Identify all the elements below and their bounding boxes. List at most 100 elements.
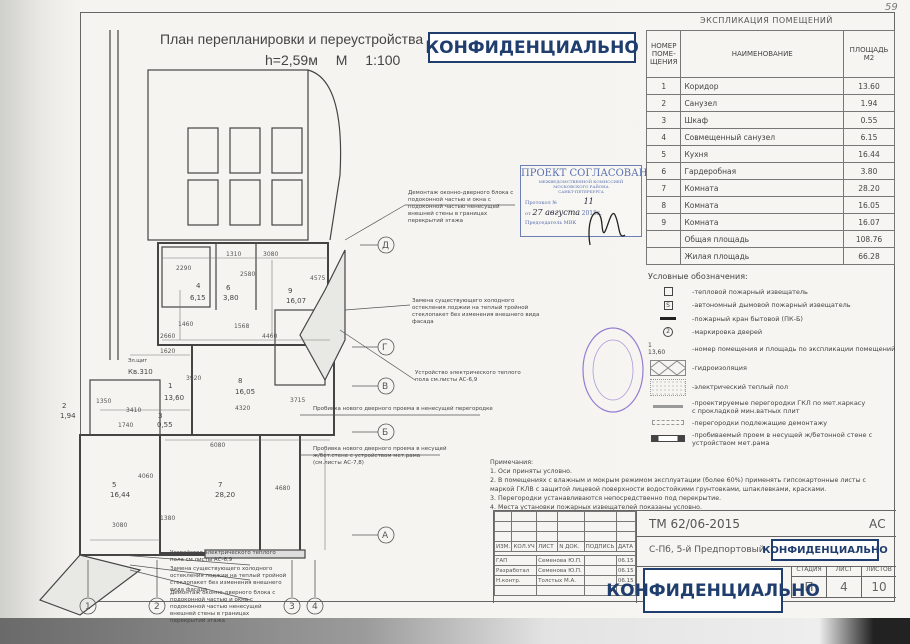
plan-title: План перепланировки и переустройства <box>160 31 424 47</box>
protocol-label: Протокол № <box>525 200 557 206</box>
grid-axes: 1 2 3 4 Д Г В Б А <box>79 236 395 615</box>
dim-label: 2580 <box>240 271 255 278</box>
scan-edge <box>0 618 910 644</box>
dim-label: 3080 <box>263 251 278 258</box>
annotation-glazing-top: Замена существующего холодного остеклени… <box>412 298 540 325</box>
exterior-wall-left <box>109 30 119 360</box>
document-mark: АС <box>869 517 886 531</box>
room-number: 9 <box>645 213 682 231</box>
col-header: НОМЕР ПОМЕ-ЩЕНИЯ <box>645 30 682 78</box>
round-seal <box>582 327 644 413</box>
sheet-value: 4 <box>826 577 861 597</box>
room-number: 7 <box>218 481 222 489</box>
waterproofing-icon <box>648 359 688 376</box>
elevator-shaft <box>229 127 261 174</box>
room-area: 6,15 <box>190 294 206 302</box>
room-number: 8 <box>645 196 682 214</box>
legend: Условные обозначения: -тепловой пожарный… <box>648 272 898 448</box>
dim-label: 1460 <box>178 321 193 328</box>
signer-row: Н.контр.Толстых М.А.06.15 <box>493 575 637 586</box>
room-name: Коридор <box>680 77 844 95</box>
axis-label: Д <box>382 241 389 251</box>
signer-role: ГАП <box>493 555 538 566</box>
elevator-shaft <box>271 179 303 226</box>
room-area: 1.94 <box>843 94 895 112</box>
room-number: 7 <box>645 179 682 197</box>
signer-name: Толстых М.А. <box>536 575 585 586</box>
ceiling-height: h=2,59м <box>265 52 318 68</box>
col-header: ПЛОЩАДЬ М2 <box>843 30 895 78</box>
legend-item: -проектируемые перегородки ГКЛ по мет.ка… <box>692 398 866 415</box>
dim-label: 1740 <box>118 422 133 429</box>
elevator-shaft <box>187 179 219 226</box>
signer-date: 06.15 <box>615 555 637 566</box>
room-area: 28.20 <box>843 179 895 197</box>
title-block: ИЗМ. КОЛ.УЧ ЛИСТ N ДОК. ПОДПИСЬ ДАТА ГАП… <box>493 510 896 603</box>
room-number: 6 <box>226 284 231 292</box>
legend-item: -номер помещения и площадь по экспликаци… <box>692 344 896 353</box>
room-area: 16.44 <box>843 145 895 163</box>
col-header: НАИМЕНОВАНИЕ <box>680 30 844 78</box>
approval-line: МОСКОВСКОГО РАЙОНА <box>553 184 609 189</box>
room-number: 4 <box>196 282 201 290</box>
elevator-shaft <box>271 127 303 174</box>
explication-title: ЭКСПЛИКАЦИЯ ПОМЕЩЕНИЙ <box>700 16 833 25</box>
dim-label: 1310 <box>226 251 241 258</box>
axis-label: Б <box>382 428 388 438</box>
address: С-Пб, 5-й Предпортовый <box>649 545 765 555</box>
room-number: 3 <box>645 111 682 129</box>
dim-label: 1620 <box>160 348 175 355</box>
legend-item: -электрический теплый пол <box>692 383 788 391</box>
room-area: 6.15 <box>843 128 895 146</box>
dim-label: 1350 <box>96 398 111 405</box>
notes: Примечания: 1. Оси приняты условно. 2. В… <box>490 458 890 512</box>
dim-label: 2660 <box>160 333 175 340</box>
room-number: 8 <box>238 377 242 385</box>
page-number: 59 <box>885 2 898 13</box>
col-header: ИЗМ. <box>493 541 513 552</box>
axis-marker <box>148 597 166 615</box>
annotation-demolish-bottom: Демонтаж оконно-дверного блока с подокон… <box>170 590 276 624</box>
bathroom-4 <box>161 246 211 308</box>
axis-label: 4 <box>312 602 318 612</box>
dim-label: 3410 <box>126 407 141 414</box>
room-number: 4 <box>645 128 682 146</box>
dimension-labels: 2290 1310 3080 2580 4575 1460 1568 2660 … <box>96 251 325 529</box>
legend-item: -пожарный кран бытовой (ПК-Б) <box>692 314 803 323</box>
room-area: 16.07 <box>843 213 895 231</box>
signer-role: Разработал <box>493 565 538 576</box>
room-area: 16,44 <box>110 491 131 499</box>
loggia-top <box>299 249 346 382</box>
loggia-bottom <box>38 554 142 616</box>
room-area: 13,60 <box>164 394 184 402</box>
floor-heating-icon <box>648 378 688 396</box>
room-number: 1 <box>645 77 682 95</box>
total-area: 108.76 <box>843 230 895 248</box>
dim-label: 4460 <box>262 333 277 340</box>
approval-title: ПРОЕКТ СОГЛАСОВАН <box>521 168 648 179</box>
approval-line: САНКТ-ПЕТЕРБУРГА <box>558 189 604 194</box>
stage-value: П <box>791 577 826 597</box>
axis-label: А <box>382 531 389 541</box>
riser-label: Кв.310 <box>128 368 153 376</box>
room-area: 16,05 <box>235 388 255 396</box>
sheet-label: ЛИСТ <box>826 566 861 576</box>
revision-header-row: ИЗМ. КОЛ.УЧ ЛИСТ N ДОК. ПОДПИСЬ ДАТА <box>493 541 637 552</box>
col-header: ПОДПИСЬ <box>583 541 617 552</box>
dim-label: 1568 <box>234 323 249 330</box>
annotation-floor-heating-top: Устройство электрического теплого пола с… <box>415 370 521 383</box>
new-partition-icon <box>648 405 688 408</box>
room-2-walls <box>89 379 161 436</box>
legend-item: -автономный дымовой пожарный извещатель <box>692 301 851 310</box>
sheets-label: ЛИСТОВ <box>861 566 896 576</box>
signer-name: Семенова Ю.П. <box>536 565 585 576</box>
confidential-stamp-large: КОНФИДЕНЦИАЛЬНО <box>606 568 820 613</box>
room-name: Комната <box>680 179 844 197</box>
legend-item: -пробиваемый проем в несущей ж/бетонной … <box>692 430 873 447</box>
living-area: 66.28 <box>843 247 895 265</box>
dim-label: 4060 <box>138 473 153 480</box>
